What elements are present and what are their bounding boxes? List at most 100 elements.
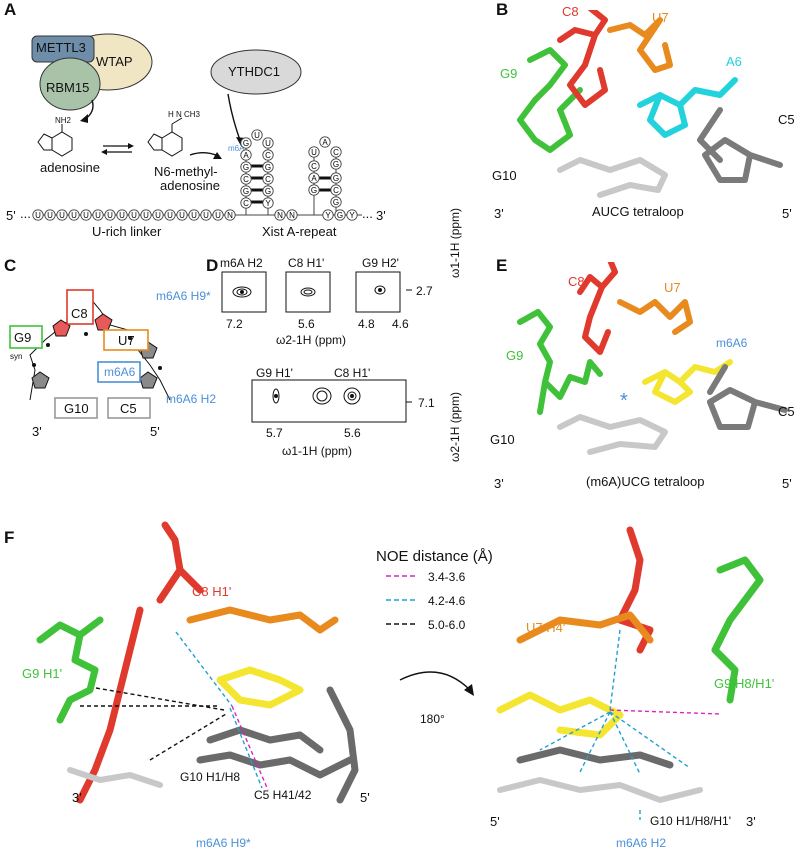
d-top-ylabel: ω1-1H (ppm) bbox=[448, 207, 462, 278]
linker-nt-6-circle bbox=[104, 209, 116, 221]
adenosine-nh2: NH2 bbox=[55, 116, 72, 125]
hp1-right-nt-1-circle bbox=[262, 149, 274, 161]
adenosine-label: adenosine bbox=[40, 160, 100, 175]
tail-nt-1: N bbox=[289, 211, 295, 220]
linker-nt-8: U bbox=[131, 211, 137, 220]
panel-b-structure bbox=[517, 10, 783, 198]
hp2-left-nt-1-circle bbox=[308, 172, 320, 184]
e-c8: C8 bbox=[568, 274, 585, 289]
f-right-u7: U7 H4' bbox=[526, 620, 566, 635]
tail-nt-0: N bbox=[277, 211, 283, 220]
f-right-g10: G10 H1/H8/H1' bbox=[650, 814, 731, 828]
linker-nt-7: U bbox=[119, 211, 125, 220]
e-g10: G10 bbox=[490, 432, 515, 447]
f-right-g9: G9 H8/H1' bbox=[714, 676, 775, 691]
linker-nt-11: U bbox=[167, 211, 173, 220]
m6a-label-line2: adenosine bbox=[160, 178, 220, 193]
linker-nt-6: U bbox=[107, 211, 113, 220]
hp1-right-nt-1: C bbox=[265, 151, 271, 160]
f-left-g10: G10 H1/H8 bbox=[180, 770, 241, 784]
hp2-right-nt-2: G bbox=[333, 198, 339, 207]
panel-c-diagram bbox=[9, 289, 171, 419]
d-tick-2-7: 2.7 bbox=[416, 284, 433, 298]
f-left-caption: m6A6 H9* bbox=[196, 836, 251, 850]
linker-nt-2: U bbox=[59, 211, 65, 220]
a-three-prime: 3' bbox=[376, 208, 386, 223]
c-u7: U7 bbox=[118, 333, 135, 348]
tail-nt-2: Y bbox=[325, 211, 331, 220]
c-c5: C5 bbox=[120, 401, 137, 416]
d-tick-7-2: 7.2 bbox=[226, 317, 243, 331]
e-three: 3' bbox=[494, 476, 504, 491]
linker-nt-10-circle bbox=[152, 209, 164, 221]
d-top-xlabel: ω2-1H (ppm) bbox=[276, 333, 347, 347]
linker-nt-4-circle bbox=[80, 209, 92, 221]
linker-nt-13-circle bbox=[188, 209, 200, 221]
panel-d-spectra bbox=[221, 271, 412, 423]
d-col-m6a-h2: m6A H2 bbox=[220, 256, 263, 270]
f-right-caption: m6A6 H2 bbox=[616, 836, 667, 850]
hp1-left-nt-0: C bbox=[243, 199, 249, 208]
linker-nt-7-circle bbox=[116, 209, 128, 221]
b-g9: G9 bbox=[500, 66, 518, 81]
linker-nt-0: U bbox=[35, 211, 41, 220]
hp1-left-nt-4: A bbox=[243, 151, 249, 160]
b-three: 3' bbox=[494, 206, 504, 221]
linker-nt-0-circle bbox=[32, 209, 44, 221]
hp1-right-nt-0-circle bbox=[262, 137, 274, 149]
f-left-c8: C8 H1' bbox=[192, 584, 232, 599]
b-c8: C8 bbox=[562, 4, 579, 19]
b-caption: AUCG tetraloop bbox=[592, 204, 684, 219]
e-c5: C5 bbox=[778, 404, 795, 419]
f-legend-2: 4.2-4.6 bbox=[428, 594, 466, 608]
f-rotation: 180° bbox=[420, 712, 445, 726]
d-col-g9-h2: G9 H2' bbox=[362, 256, 399, 270]
linker-nt-15: U bbox=[215, 211, 221, 220]
hp2-right-nt-1: C bbox=[333, 186, 339, 195]
linker-nt-10: U bbox=[155, 211, 161, 220]
hp1-loop-nt-circle bbox=[251, 129, 263, 141]
c-c8: C8 bbox=[71, 306, 88, 321]
linker-nt-14-circle bbox=[200, 209, 212, 221]
tail-nt-4: Y bbox=[349, 211, 355, 220]
linker-nt-3-circle bbox=[68, 209, 80, 221]
hp2-left-nt-1: A bbox=[311, 174, 317, 183]
linker-nt-1-circle bbox=[44, 209, 56, 221]
hp1-right-nt-4-circle bbox=[262, 185, 274, 197]
hp2-left-nt-0: C bbox=[311, 162, 317, 171]
hp1-right-nt-5-circle bbox=[262, 197, 274, 209]
hp1-left-nt-5: G bbox=[243, 139, 249, 148]
hp1-left-nt-2-circle bbox=[240, 173, 252, 185]
m6a-methyl: H N CH3 bbox=[168, 110, 201, 119]
d-tick-7-1: 7.1 bbox=[418, 396, 435, 410]
hp1-right-nt-5: Y bbox=[265, 199, 271, 208]
hp2-loop-nt-2-circle bbox=[330, 146, 342, 158]
linker-nt-9: U bbox=[143, 211, 149, 220]
writer-rbm15: RBM15 bbox=[46, 80, 90, 95]
e-m6a6: m6A6 bbox=[716, 336, 748, 350]
hp1-right-nt-2-circle bbox=[262, 161, 274, 173]
linker-nt-16: N bbox=[227, 211, 233, 220]
f-legend-1: 3.4-3.6 bbox=[428, 570, 466, 584]
panel-a-label: A bbox=[4, 0, 17, 19]
u-rich-linker-label: U-rich linker bbox=[92, 224, 162, 239]
panel-d-label: D bbox=[206, 256, 219, 275]
panel-a-figure bbox=[31, 33, 362, 216]
e-u7: U7 bbox=[664, 280, 681, 295]
f-left-c5: C5 H41/42 bbox=[254, 788, 312, 802]
hp2-left-nt-2-circle bbox=[308, 184, 320, 196]
hp1-left-nt-0-circle bbox=[240, 197, 252, 209]
linker-nt-16-circle bbox=[224, 209, 236, 221]
hp2-right-nt-0: G bbox=[333, 174, 339, 183]
f-left-g9: G9 H1' bbox=[22, 666, 63, 681]
hp1-left-nt-5-circle bbox=[240, 137, 252, 149]
m6a-marker: m6A bbox=[228, 144, 245, 153]
hp1-left-nt-2: C bbox=[243, 175, 249, 184]
writer-wtap: WTAP bbox=[96, 54, 133, 69]
panel-f-structures bbox=[36, 521, 764, 820]
linker-nt-15-circle bbox=[212, 209, 224, 221]
panel-b-label: B bbox=[496, 0, 509, 19]
linker-nt-3: U bbox=[71, 211, 77, 220]
e-star: * bbox=[620, 390, 628, 412]
